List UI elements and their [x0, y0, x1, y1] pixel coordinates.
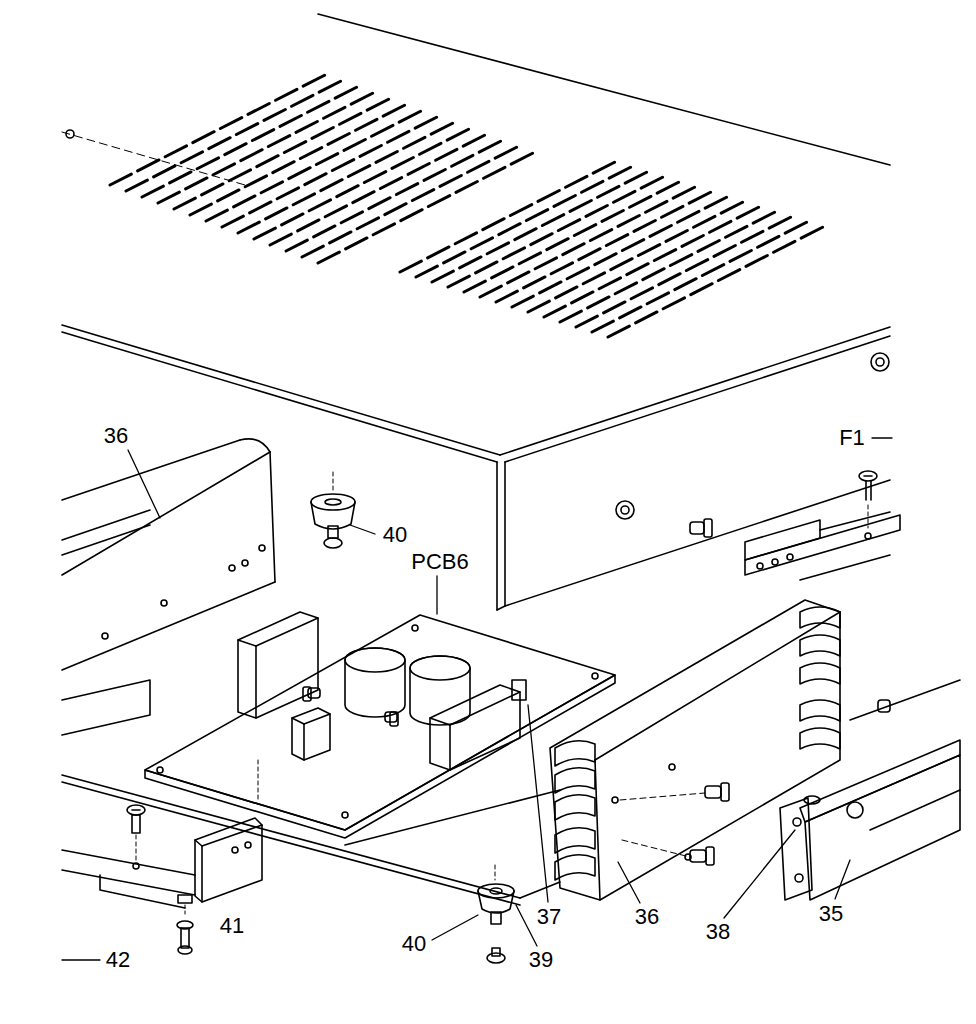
callout-number: 38 — [704, 920, 732, 944]
bracket — [780, 796, 820, 900]
screw — [859, 471, 877, 539]
callout-number: 35 — [817, 902, 845, 926]
bracket — [62, 818, 262, 954]
leader-line — [62, 438, 892, 960]
foot — [478, 865, 514, 963]
screw — [690, 519, 712, 537]
circuit-board — [145, 612, 615, 838]
top-cover — [62, 14, 890, 610]
side-panel — [62, 439, 275, 670]
part-name: PCB6 — [409, 550, 470, 574]
bracket — [745, 512, 900, 580]
callout-number: 41 — [218, 914, 246, 938]
screw — [127, 760, 258, 869]
callout-number: 36 — [633, 905, 661, 929]
callout-number: 37 — [535, 905, 563, 929]
callout-number: F1 — [837, 426, 867, 450]
callout-number: 40 — [400, 932, 428, 956]
screw — [303, 687, 729, 865]
chassis-base — [62, 600, 560, 905]
callout-number: 39 — [527, 948, 555, 972]
rail — [800, 680, 960, 900]
callout-number: 40 — [381, 523, 409, 547]
heat-sink — [550, 600, 840, 900]
callout-number: 36 — [102, 424, 130, 448]
callout-number: 42 — [104, 948, 132, 972]
foot — [311, 472, 355, 548]
